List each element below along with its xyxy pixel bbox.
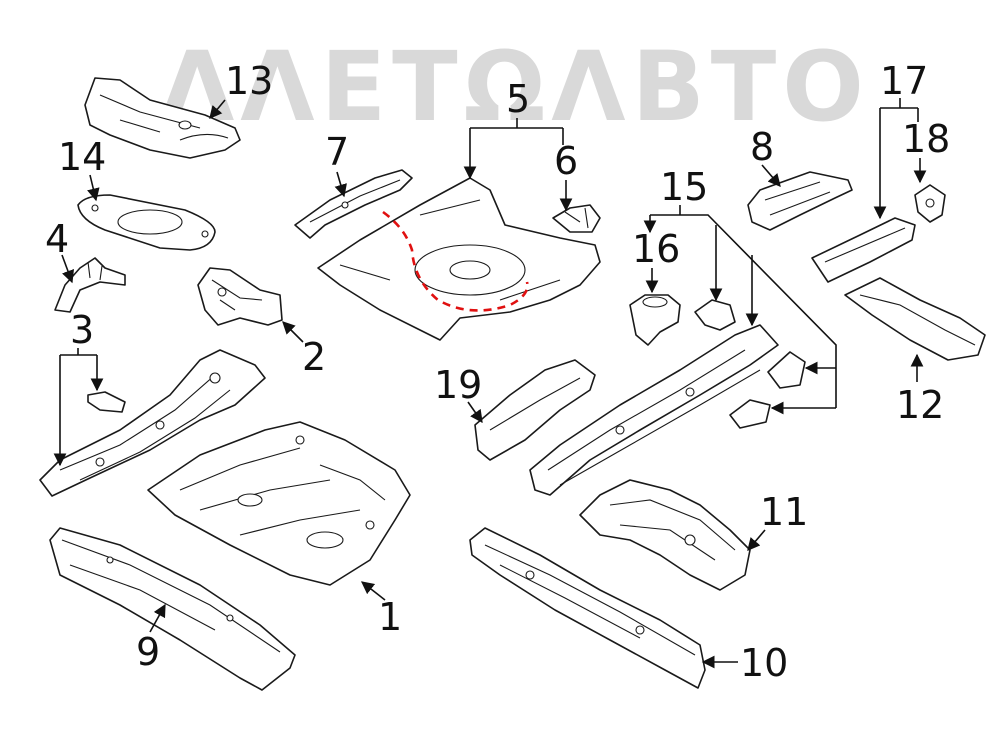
part-11-shape — [579, 479, 751, 591]
callout-3: 3 — [70, 308, 94, 352]
callout-13: 13 — [225, 59, 273, 103]
leader-15-bar — [650, 205, 837, 408]
part-16-shape — [629, 294, 681, 346]
part-10-shape — [469, 527, 706, 689]
leader-19 — [467, 401, 483, 424]
part-1-shape — [147, 421, 411, 586]
leader-2 — [282, 321, 304, 343]
part-13-shape — [84, 77, 241, 159]
leader-1 — [360, 581, 386, 601]
part-7-shape — [294, 169, 413, 239]
part-5-shape — [317, 177, 601, 341]
callout-8: 8 — [750, 125, 774, 169]
leader-4 — [61, 254, 75, 284]
part-6-shape — [552, 204, 601, 233]
part-9-shape — [49, 527, 296, 691]
part-18-shape — [914, 184, 946, 223]
leader-lines — [53, 98, 927, 669]
callout-10: 10 — [740, 641, 788, 685]
part-19-shape — [474, 359, 596, 461]
leader-9 — [149, 603, 166, 633]
callout-2: 2 — [302, 335, 326, 379]
callout-18: 18 — [902, 117, 950, 161]
callout-15: 15 — [660, 165, 708, 209]
part-2-shape — [197, 267, 283, 326]
leader-7 — [334, 171, 347, 198]
part-12-shape — [844, 277, 986, 361]
leader-13 — [209, 99, 226, 119]
callout-12: 12 — [896, 383, 944, 427]
callout-16: 16 — [632, 227, 680, 271]
callout-5: 5 — [506, 77, 530, 121]
part-4-shape — [54, 257, 126, 313]
callout-numbers: 1 2 3 4 5 6 7 8 9 10 11 12 13 14 15 16 1… — [45, 59, 950, 685]
leader-11 — [747, 529, 766, 551]
leader-17-bar — [880, 98, 918, 109]
part-8-shape — [747, 171, 853, 231]
callout-17: 17 — [880, 59, 928, 103]
part-15-small-pieces — [729, 351, 806, 429]
leader-14 — [87, 174, 100, 202]
callout-6: 6 — [554, 139, 578, 183]
leader-5-bar — [470, 118, 563, 129]
callout-1: 1 — [378, 595, 402, 639]
part-14-shape — [77, 194, 216, 251]
callout-7: 7 — [325, 130, 349, 174]
callout-19: 19 — [434, 363, 482, 407]
callout-9: 9 — [136, 630, 160, 674]
callout-4: 4 — [45, 217, 69, 261]
part-3-shape — [39, 349, 266, 497]
part-15-shape — [529, 324, 779, 496]
callout-11: 11 — [760, 490, 808, 534]
part-17-shape — [811, 217, 916, 283]
part-15-bracket-shape — [694, 299, 736, 331]
watermark-text: ΛΛΕΤΩΛΒΤΟ — [160, 31, 870, 143]
callout-14: 14 — [58, 135, 106, 179]
leader-3-bar — [60, 348, 97, 356]
leader-8 — [761, 164, 781, 187]
